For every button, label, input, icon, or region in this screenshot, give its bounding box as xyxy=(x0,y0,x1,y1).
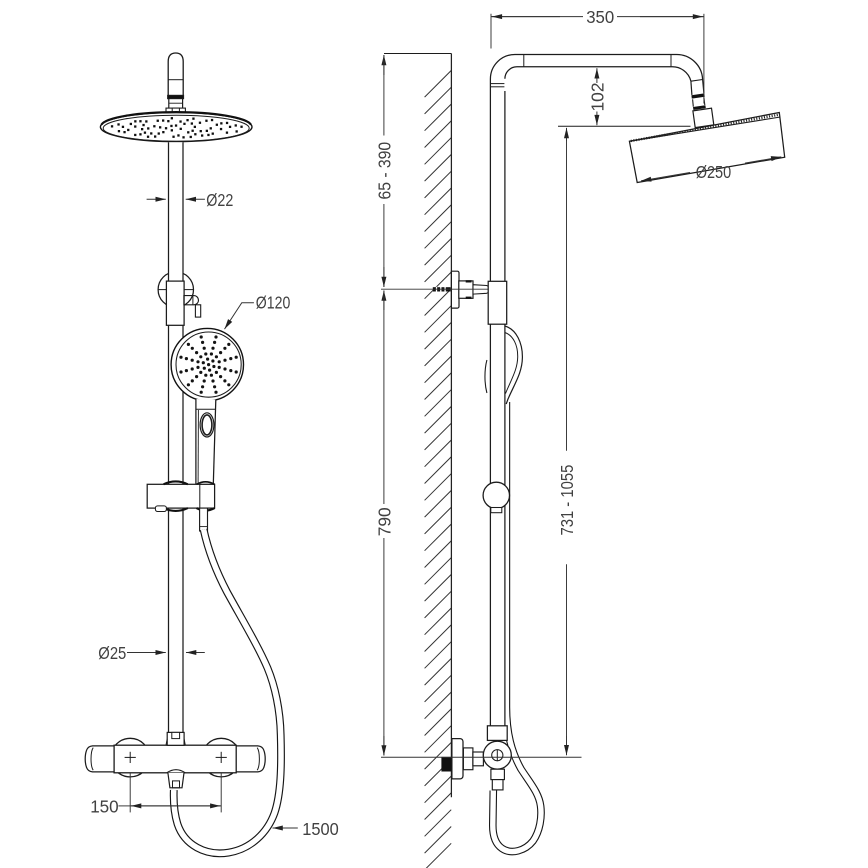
svg-text:150: 150 xyxy=(90,797,119,817)
svg-text:102: 102 xyxy=(587,83,607,112)
svg-text:Ø250: Ø250 xyxy=(696,162,732,182)
svg-text:790: 790 xyxy=(374,507,394,536)
svg-text:Ø120: Ø120 xyxy=(256,293,291,313)
svg-text:65 - 390: 65 - 390 xyxy=(374,142,394,200)
svg-text:Ø25: Ø25 xyxy=(98,643,126,663)
svg-text:1500: 1500 xyxy=(302,819,339,839)
svg-text:350: 350 xyxy=(586,7,614,27)
svg-text:731 - 1055: 731 - 1055 xyxy=(557,465,577,536)
svg-text:Ø22: Ø22 xyxy=(206,190,233,210)
